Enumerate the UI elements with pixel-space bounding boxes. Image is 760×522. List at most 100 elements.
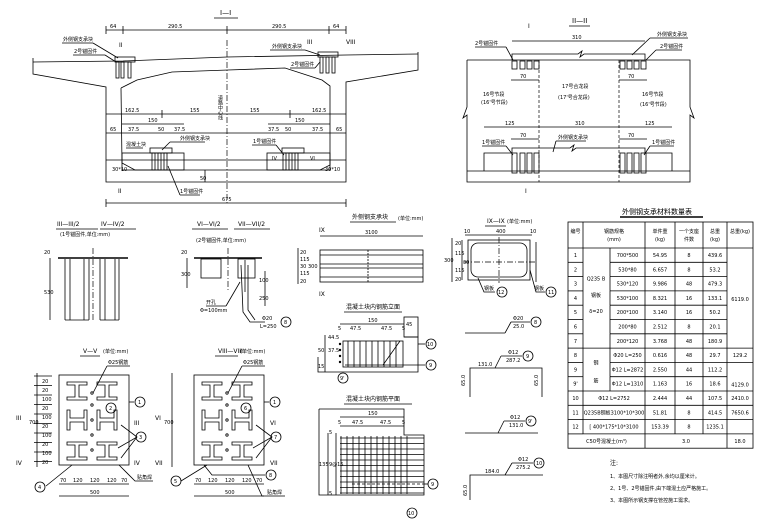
dim-label: 135: [319, 462, 329, 468]
callout-circle: [525, 415, 537, 427]
dim-label: 9@15: [329, 462, 344, 468]
h-beam-section: [96, 409, 118, 431]
label-support-top: 外侧钢支承块: [657, 31, 687, 38]
dim-label: 70: [195, 478, 201, 484]
rebar-length: 184.0: [485, 469, 499, 475]
callout-number: 3: [139, 435, 142, 441]
dim-label: 125: [505, 121, 515, 127]
dim-label: 100: [42, 451, 52, 457]
cut-mark: II: [119, 42, 123, 49]
segment-label: (16'号节段): [481, 99, 508, 106]
chamfer-label: 30*10: [325, 167, 340, 173]
label-bar: Φ25钢筋: [243, 359, 263, 366]
table-cell: 1235.1: [706, 425, 724, 431]
section-1-1: I—I 64 290.5 290.5 64 50 道路中心线 162.5 155…: [32, 9, 419, 207]
cut-mark: VII: [155, 460, 163, 467]
dim-label: 250: [259, 296, 269, 302]
cut-mark: I: [525, 188, 527, 195]
callout-number: 11: [548, 290, 554, 296]
table-cell: 200*80: [618, 325, 636, 331]
dim-label: 20: [181, 250, 187, 256]
rebar-dot: [338, 354, 342, 358]
table-cell: 0.616: [653, 353, 667, 359]
group-label: Q235 B: [587, 277, 606, 283]
group-label: 筋: [593, 378, 598, 385]
group-total: 7650.6: [731, 410, 749, 416]
table-cell: C50号混凝土(m³): [586, 438, 627, 445]
dim-label: 100: [259, 278, 269, 284]
callout-number: 7: [274, 435, 277, 441]
label-support-right: 外侧钢支承块: [272, 43, 302, 50]
dim-label: 120: [225, 478, 235, 484]
rebar-length: 65.0: [534, 375, 540, 386]
table-header: 总重: [710, 228, 720, 235]
label-bar: Φ25钢筋: [108, 359, 128, 366]
table-cell: 107.5: [708, 396, 722, 402]
dim-label: 115: [300, 271, 310, 277]
table-cell: 2.444: [653, 396, 667, 402]
dim-label: 5: [329, 491, 332, 497]
dim-label: 3100: [365, 230, 378, 236]
group-label: 钢板: [591, 292, 601, 299]
bar-hole: [90, 433, 94, 437]
dim-label: 65: [336, 127, 342, 133]
section-title: VIII—VIII: [218, 348, 243, 355]
h-beam-section: [201, 409, 223, 431]
i-beam-section: [66, 381, 88, 401]
dim-label: 10: [464, 229, 470, 235]
bar-hole: [225, 433, 229, 437]
table-cell: 479.3: [708, 282, 722, 288]
cut-mark: III: [134, 420, 140, 427]
dim-label: 10: [530, 229, 536, 235]
dim-label: 100: [42, 433, 52, 439]
section-title: 混凝土块内钢筋立面: [346, 303, 400, 311]
rebar-length: 131.0: [478, 362, 492, 368]
bar-hole: [90, 391, 94, 395]
dim-label: 47.5: [352, 420, 363, 426]
callout-circle: [337, 372, 349, 384]
table-cell: Φ20 L=250: [613, 353, 641, 359]
cut-mark: VII: [270, 460, 278, 467]
table-cell: 11: [572, 410, 578, 416]
callout-circle: [496, 286, 508, 298]
dim-label: 70: [256, 478, 262, 484]
dim-label: 300: [308, 264, 318, 270]
table-cell: 8: [687, 425, 690, 431]
label-drill-size: Φ=100mm: [200, 308, 228, 314]
bar-hole: [225, 418, 229, 422]
rebar-length: 131.0: [509, 423, 523, 429]
table-header: 一个支座: [679, 228, 699, 235]
cut-mark: VI: [310, 156, 315, 162]
table-header: (mm): [607, 237, 621, 243]
dim-label: 70: [520, 74, 526, 80]
table-cell: 3.768: [653, 339, 667, 345]
table-cell: 2.550: [653, 367, 667, 373]
dim-label: 155: [250, 108, 260, 114]
table-header: (kg): [710, 237, 720, 243]
table-cell: 12: [572, 425, 578, 431]
dim-label: 150: [295, 118, 305, 124]
dim-label: 70: [520, 133, 526, 139]
table-cell: 530*80: [618, 267, 636, 273]
dim-label: 20: [455, 277, 461, 283]
callout-number: 10: [536, 461, 542, 467]
dim-label: 115: [455, 268, 465, 274]
label-anchor-2-right: 2号锚固件: [660, 43, 683, 50]
dim-label: 300: [181, 272, 191, 278]
dim-label: 47.5: [381, 326, 392, 332]
table-cell: 53.2: [709, 267, 720, 273]
cut-mark: II: [118, 188, 122, 195]
callout-number: 1: [273, 400, 276, 406]
centerline-label: 道路中心线: [217, 94, 223, 120]
callout-circle: [427, 478, 439, 490]
rebar-spec: Φ12: [510, 415, 520, 421]
dim-label: 20: [42, 388, 48, 394]
table-cell: 16: [686, 382, 692, 388]
dim-label: 120: [242, 478, 252, 484]
table-header: 钢筋规格: [604, 228, 624, 235]
callout-circle: [135, 431, 147, 443]
callout-number: 9': [340, 376, 345, 382]
table-cell: 51.81: [653, 410, 667, 416]
rebar-spec: Φ20: [513, 316, 523, 322]
